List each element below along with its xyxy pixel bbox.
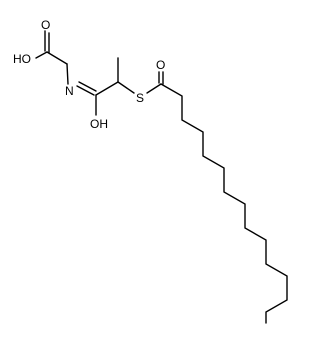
molecule-canvas: O HO N OH S O: [13, 18, 288, 324]
bond-c-ch: [95, 81, 119, 96]
atom-oxygen-thioester: O: [156, 58, 165, 72]
bond-s-carbonyl: [146, 83, 162, 94]
atom-oxygen-acid-carbonyl: O: [41, 18, 50, 32]
bond-n-c-double-1: [76, 85, 95, 96]
atom-nitrogen: N: [65, 84, 74, 98]
bond-alkyl-chain: [160, 83, 288, 324]
bond-acid-c-ch2: [46, 51, 68, 65]
bond-ch2-n: [66, 63, 69, 85]
atom-hydroxyl-acid: HO: [13, 52, 31, 66]
bond-n-c-double-2: [78, 81, 97, 92]
molecule-structure: O HO N OH S O: [13, 18, 288, 324]
bond-ch-s: [117, 81, 135, 94]
atom-hydroxyl-enol: OH: [90, 117, 108, 131]
atom-sulfur: S: [136, 91, 144, 105]
bond-acid-c-oh: [35, 51, 48, 59]
